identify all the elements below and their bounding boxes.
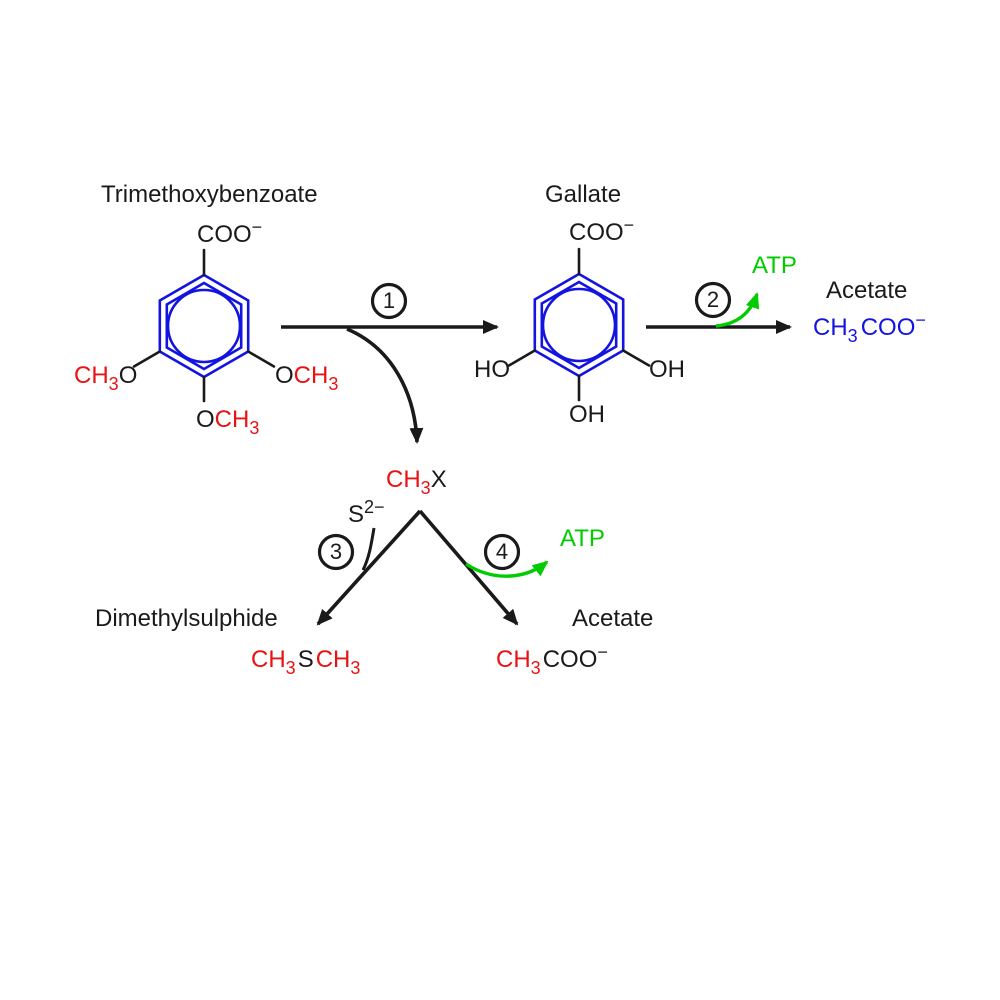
- gallate-hydroxyl-bottom: OH: [569, 401, 605, 428]
- methyl-intermediate-formula: CH3X: [386, 466, 447, 498]
- sulphide-ion-formula: S2−: [348, 497, 385, 528]
- trimethoxybenzoate-carboxylate: COO−: [197, 217, 263, 248]
- step2-number: 2: [706, 287, 720, 312]
- green-arrow-atp-step4: [465, 560, 549, 578]
- trimethoxybenzoate-methoxy-left: CH3O: [74, 362, 138, 394]
- step1-circle: [370, 282, 408, 320]
- step4-number: 4: [495, 539, 509, 564]
- atp-step2-label: ATP: [752, 252, 797, 279]
- step3-circle: [317, 533, 355, 571]
- acetate-bottom-title: Acetate: [572, 605, 654, 632]
- gallate-bonds: [507, 247, 651, 402]
- gallate-carboxylate: COO−: [569, 215, 635, 246]
- trimethoxybenzoate-title: Trimethoxybenzoate: [101, 181, 318, 208]
- gallate-hydroxyl-right: OH: [649, 356, 685, 383]
- arrow-step3: [316, 509, 422, 626]
- step1-number: 1: [382, 288, 396, 313]
- dimethylsulphide-formula: CH3SCH3: [251, 646, 361, 678]
- trimethoxybenzoate-bonds: [132, 248, 276, 403]
- trimethoxybenzoate-methoxy-right: OCH3: [275, 362, 339, 394]
- atp-step4-label: ATP: [560, 525, 605, 552]
- gallate-ring: [533, 272, 625, 378]
- trimethoxybenzoate-methoxy-bottom: OCH3: [196, 406, 260, 438]
- dimethylsulphide-title: Dimethylsulphide: [95, 605, 278, 632]
- acetate-bottom-formula: CH3COO−: [496, 642, 608, 678]
- step2-circle: [694, 281, 732, 319]
- green-arrow-atp-step2: [715, 292, 760, 328]
- gallate-hydroxyl-left: HO: [474, 356, 510, 383]
- trimethoxybenzoate-ring: [158, 273, 250, 379]
- sulphide-connector: [361, 527, 376, 571]
- step3-number: 3: [329, 539, 343, 564]
- acetate-top-title: Acetate: [826, 277, 908, 304]
- step4-circle: [483, 533, 521, 571]
- curved-arrow-to-methyl: [346, 327, 424, 444]
- gallate-title: Gallate: [545, 181, 622, 208]
